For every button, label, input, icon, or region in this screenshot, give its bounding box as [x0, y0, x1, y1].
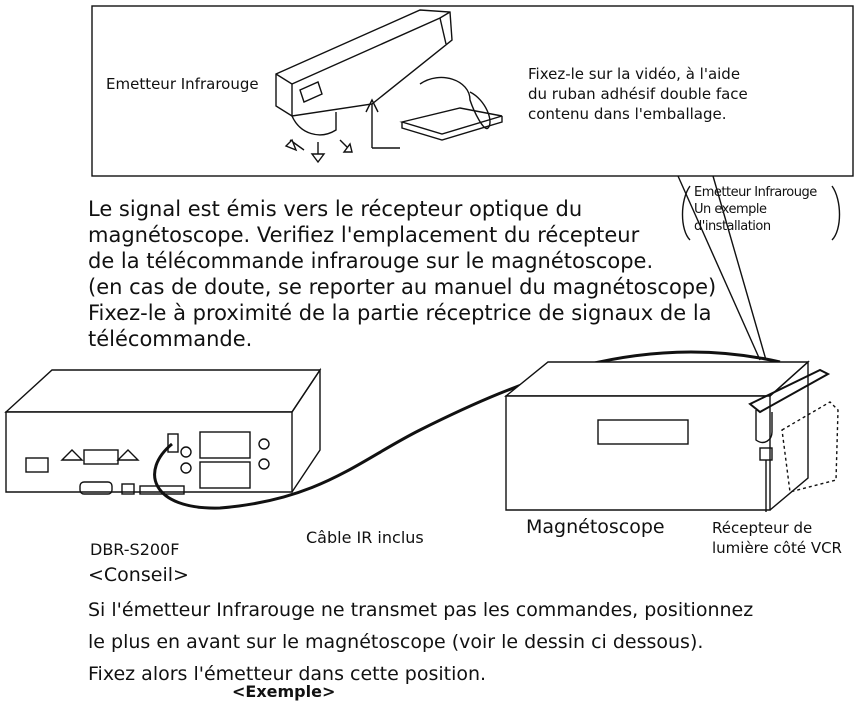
side-note-line: d'installation — [694, 219, 771, 234]
description-line: de la télécommande infrarouge sur le mag… — [88, 249, 654, 273]
example-heading: <Exemple> — [232, 682, 336, 701]
side-note-line: Un exemple — [694, 202, 767, 217]
cable-label: Câble IR inclus — [306, 528, 424, 547]
ir-cable-drawing — [153, 350, 781, 510]
description: Le signal est émis vers le récepteur opt… — [88, 196, 716, 352]
inset-instruction-line: contenu dans l'emballage. — [528, 105, 727, 123]
tip-heading: <Conseil> — [88, 564, 189, 586]
vcr-drawing — [504, 360, 839, 511]
emitter-label: Emetteur Infrarouge — [106, 75, 259, 93]
side-note-line: Emetteur Infrarouge — [694, 185, 817, 200]
side-note: Emetteur Infrarouge Un exemple d'install… — [694, 184, 817, 235]
recorder-label: DBR-S200F — [90, 540, 180, 559]
tip-line: Fixez alors l'émetteur dans cette positi… — [88, 663, 487, 685]
inset-instructions: Fixez-le sur la vidéo, à l'aide du ruban… — [528, 64, 748, 124]
receiver-label-line: Récepteur de — [712, 519, 813, 537]
description-line: (en cas de doute, se reporter au manuel … — [88, 275, 717, 299]
description-line: magnétoscope. Verifiez l'emplacement du … — [88, 223, 640, 247]
vcr-label: Magnétoscope — [526, 516, 665, 538]
inset-frame — [91, 5, 854, 177]
receiver-label: Récepteur de lumière côté VCR — [712, 518, 842, 558]
description-line: Fixez-le à proximité de la partie récept… — [88, 301, 712, 325]
description-line: Le signal est émis vers le récepteur opt… — [88, 197, 583, 221]
adhesive-tape-drawing — [365, 76, 503, 149]
inset-instruction-line: Fixez-le sur la vidéo, à l'aide — [528, 65, 741, 83]
emitter-device-drawing — [275, 9, 453, 164]
recorder-drawing — [4, 367, 322, 495]
tip-text: Si l'émetteur Infrarouge ne transmet pas… — [88, 594, 753, 690]
tip-line: Si l'émetteur Infrarouge ne transmet pas… — [88, 599, 754, 621]
tip-line: le plus en avant sur le magnétoscope (vo… — [88, 631, 704, 653]
description-line: télécommande. — [88, 327, 253, 351]
inset-instruction-line: du ruban adhésif double face — [528, 85, 748, 103]
receiver-label-line: lumière côté VCR — [712, 539, 842, 557]
